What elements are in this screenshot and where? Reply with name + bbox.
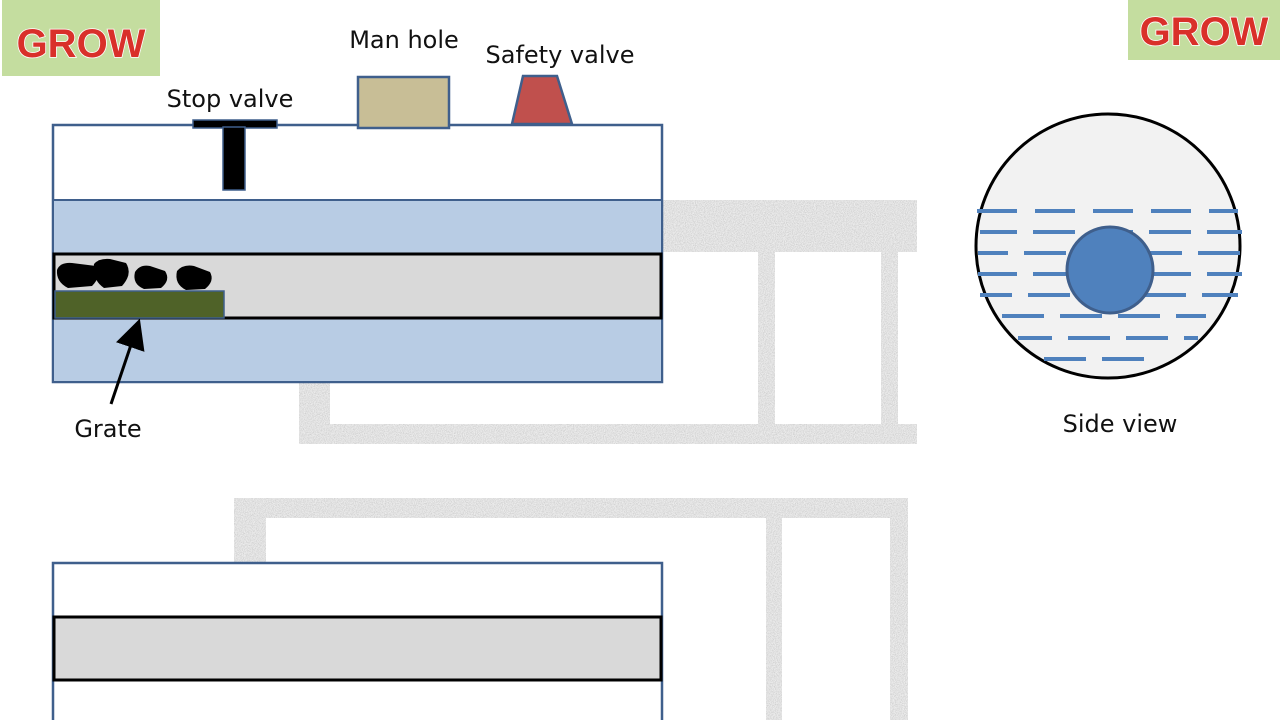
safety-valve (510, 74, 574, 126)
boiler-shell-upper (51, 123, 664, 384)
safety-valve-label: Safety valve (486, 41, 635, 69)
side-view-label: Side view (1063, 410, 1178, 438)
grate (54, 290, 225, 319)
logo-right: GROW (1128, 0, 1280, 60)
stop-valve (192, 119, 278, 191)
brickwork-flue-upper (299, 200, 917, 444)
coal-lump-icon (56, 258, 212, 290)
brickwork-flue-lower-texture (234, 498, 908, 720)
flue-tube-lower (52, 615, 663, 682)
man-hole-label: Man hole (349, 26, 459, 54)
brickwork-flue-lower-tint (234, 498, 908, 720)
pointer-arrow-icon (109, 318, 145, 405)
logo-left: GROW (2, 0, 160, 76)
side-view-flue-tube (1065, 225, 1155, 315)
logo-right-text: GROW (1140, 10, 1269, 54)
brickwork-flue-upper-texture (299, 200, 917, 444)
brickwork-flue-upper-tint (299, 200, 917, 444)
stop-valve-label: Stop valve (167, 85, 294, 113)
logo-left-text: GROW (17, 22, 146, 66)
man-hole (356, 75, 451, 130)
grate-label: Grate (74, 415, 141, 443)
side-view (974, 112, 1242, 380)
boiler-shell-lower (51, 561, 664, 720)
brickwork-flue-lower (234, 498, 908, 720)
